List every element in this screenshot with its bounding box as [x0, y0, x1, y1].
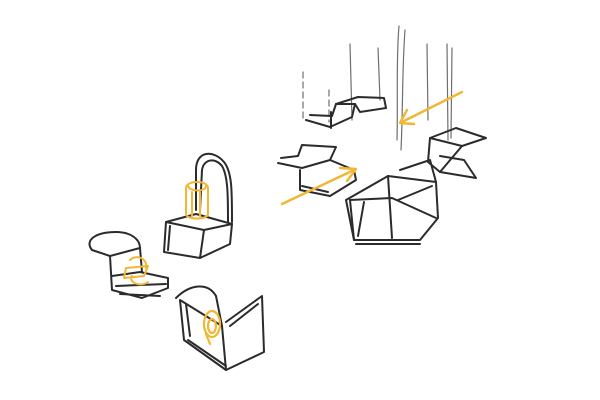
direction-arrows: [280, 90, 464, 206]
tall-chair-sketch: [163, 152, 233, 259]
round-back-chair-sketch: [88, 231, 169, 299]
corner-frame-highlight: [202, 309, 222, 346]
tall-chair-highlight: [185, 181, 209, 220]
vertical-guide-lines: [302, 25, 453, 151]
arrow-upper: [400, 90, 464, 124]
corner-frame-sketch: [175, 285, 265, 371]
arrow-lower: [280, 168, 356, 206]
round-back-chair-highlight: [123, 256, 149, 286]
stacked-platforms-sketch: [277, 96, 487, 245]
